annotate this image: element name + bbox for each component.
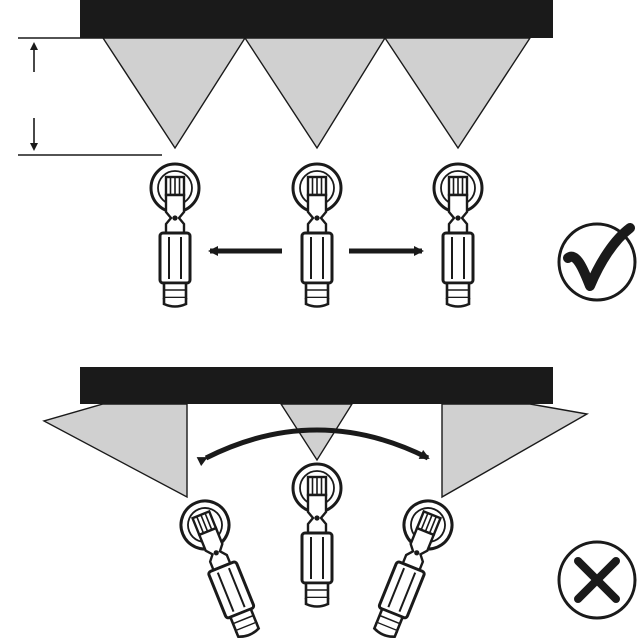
- spray-boom-bar-incorrect: [80, 367, 553, 404]
- cross-mark-icon: [557, 540, 637, 620]
- spray-nozzle-icon: [291, 462, 343, 608]
- spray-cone-icon: [101, 37, 247, 150]
- spray-nozzle-icon: [149, 162, 201, 308]
- spray-cone-icon: [243, 37, 387, 150]
- height-dimension-icon: [18, 37, 162, 156]
- spray-nozzle-icon: [172, 492, 274, 642]
- spray-cone-icon: [383, 37, 532, 150]
- correct-setup-panel: [18, 0, 637, 308]
- spray-nozzle-icon: [291, 162, 343, 308]
- spray-cones-correct: [101, 37, 532, 150]
- spray-cone-icon: [42, 403, 188, 499]
- spray-nozzle-icon: [432, 162, 484, 308]
- incorrect-setup-panel: [42, 367, 637, 642]
- spray-boom-bar-correct: [80, 0, 553, 38]
- spray-cone-icon: [441, 403, 590, 499]
- spray-nozzle-icon: [359, 492, 461, 642]
- check-mark-icon: [557, 222, 637, 302]
- curved-double-arrow-icon: [196, 427, 430, 467]
